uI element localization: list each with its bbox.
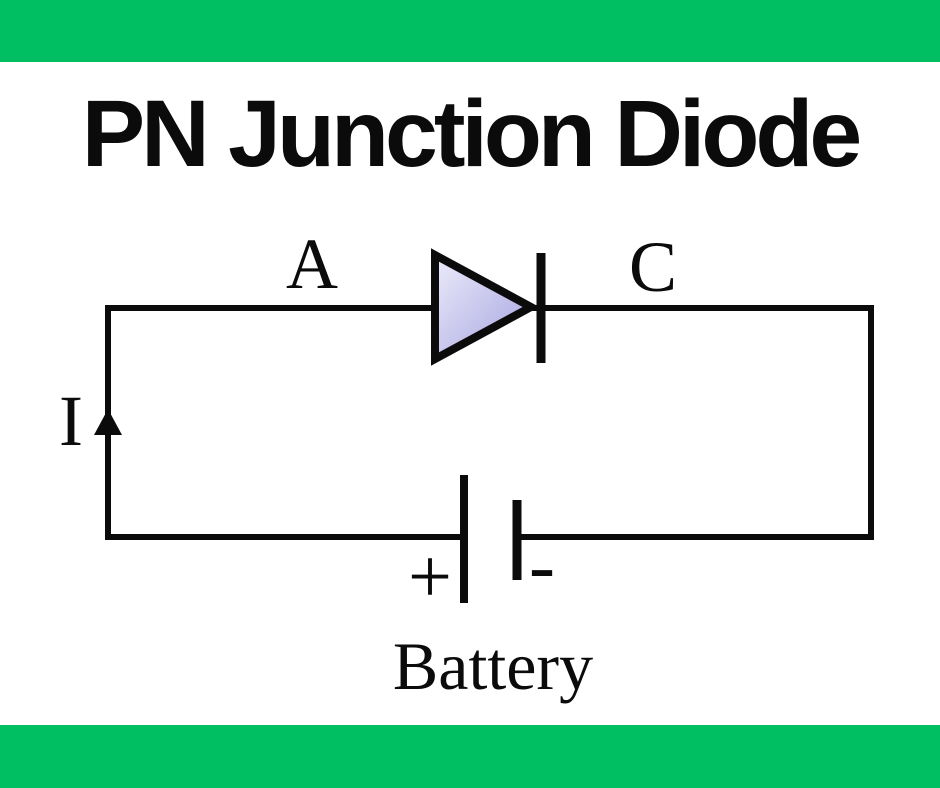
anode-label: A — [286, 224, 338, 304]
page-title: PN Junction Diode — [82, 81, 860, 187]
top-green-bar — [0, 0, 940, 62]
current-arrow-icon — [94, 409, 122, 435]
bottom-green-bar — [0, 725, 940, 788]
battery-label: Battery — [393, 628, 593, 704]
battery-minus-label: - — [529, 522, 555, 609]
cathode-label: C — [629, 227, 677, 307]
diode-triangle-icon — [431, 248, 540, 366]
current-label: I — [59, 381, 83, 461]
battery-plus-label: + — [408, 533, 452, 620]
